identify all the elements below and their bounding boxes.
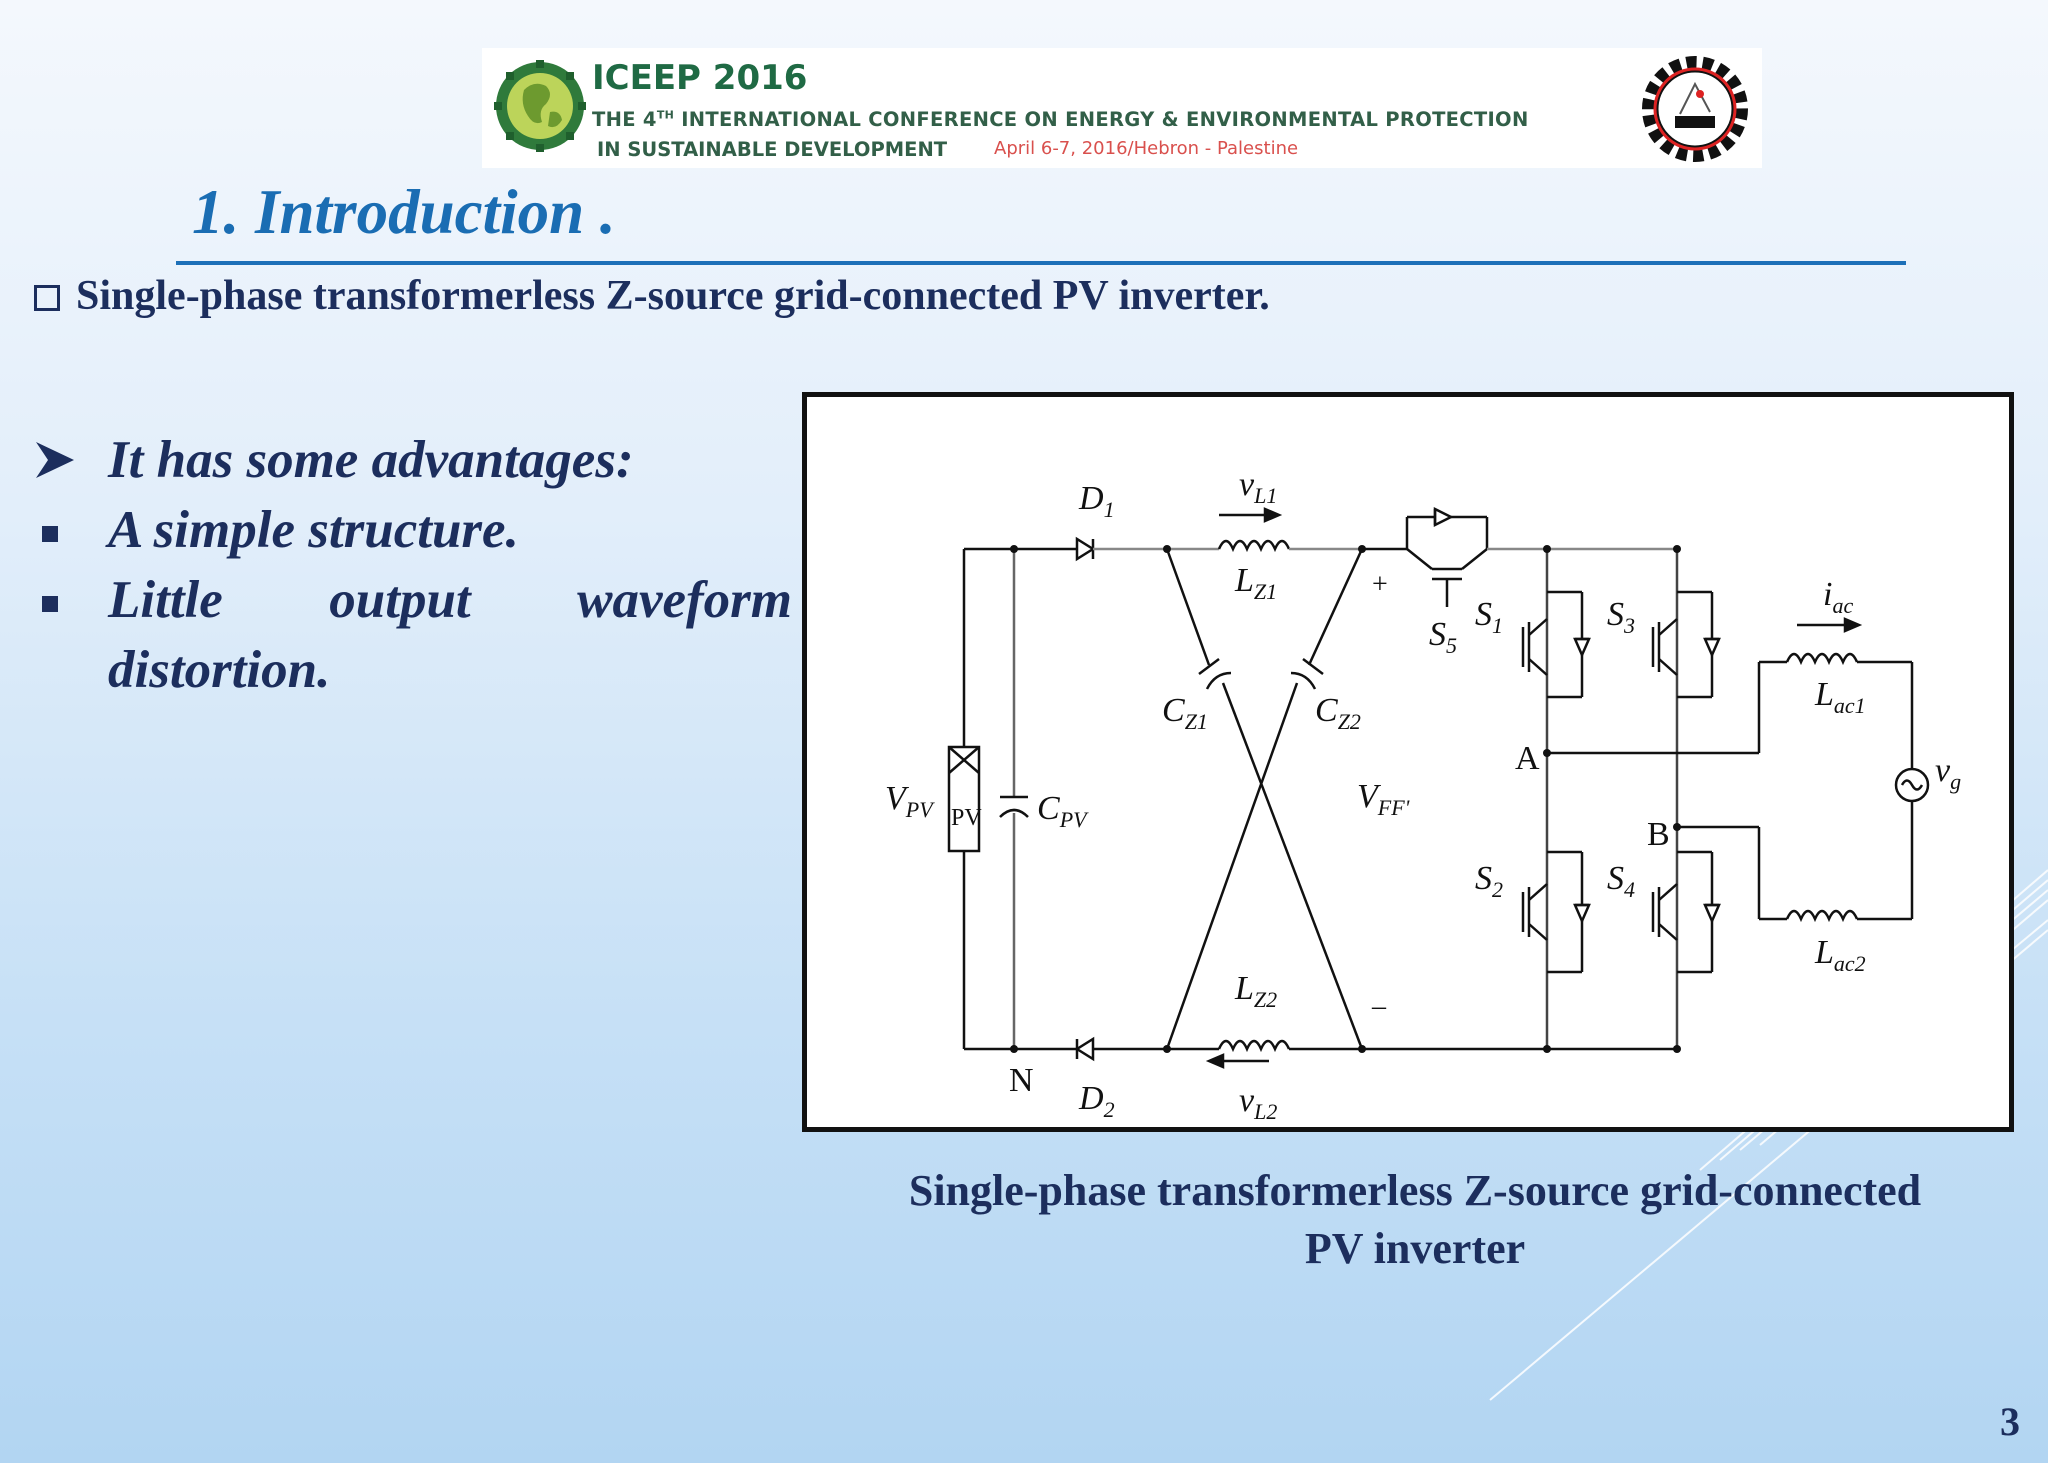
- title-underline: [176, 261, 1906, 265]
- label-pv-module: PV: [951, 805, 982, 831]
- label-lz2: LZ2: [1234, 970, 1277, 1012]
- globe-logo-icon: [494, 60, 586, 152]
- conference-banner: ICEEP 2016 THE 4TH INTERNATIONAL CONFERE…: [482, 48, 1762, 168]
- label-cz1: CZ1: [1162, 692, 1208, 734]
- page-number: 3: [2000, 1399, 2020, 1444]
- slide-subtitle: Single-phase transformerless Z-source gr…: [34, 272, 1270, 320]
- label-node-a: A: [1515, 740, 1540, 777]
- checkbox-bullet-icon: [34, 285, 60, 311]
- square-bullet-icon: [42, 596, 58, 612]
- label-cz2: CZ2: [1315, 692, 1361, 734]
- university-gear-logo-icon: [1642, 56, 1748, 162]
- label-s3: S3: [1607, 596, 1635, 638]
- label-cpv: CPV: [1037, 790, 1089, 832]
- banner-conference-name: THE 4TH INTERNATIONAL CONFERENCE ON ENER…: [592, 108, 1529, 131]
- label-lac2: Lac2: [1814, 934, 1866, 976]
- label-vl2: vL2: [1239, 1082, 1277, 1124]
- label-minus: –: [1371, 991, 1387, 1022]
- label-iac: iac: [1823, 576, 1853, 618]
- label-vl1: vL1: [1239, 466, 1277, 508]
- label-plus: +: [1372, 569, 1388, 600]
- label-lz1: LZ1: [1234, 562, 1277, 604]
- circuit-diagram-frame: D1 D2 vL1 vL2 LZ1 LZ2 CZ1 CZ2 VPV PV CPV…: [802, 392, 2014, 1132]
- banner-date: April 6-7, 2016/Hebron - Palestine: [994, 138, 1299, 159]
- z-source-inverter-circuit: D1 D2 vL1 vL2 LZ1 LZ2 CZ1 CZ2 VPV PV CPV…: [885, 466, 1961, 1124]
- label-vpv: VPV: [885, 780, 935, 822]
- banner-conference-subname: IN SUSTAINABLE DEVELOPMENT: [597, 138, 948, 161]
- label-node-b: B: [1647, 816, 1670, 853]
- label-vff: VFF': [1357, 778, 1410, 820]
- arrow-bullet-icon: [36, 442, 74, 478]
- label-s4: S4: [1607, 860, 1635, 902]
- label-node-n: N: [1009, 1062, 1034, 1099]
- banner-title: ICEEP 2016: [592, 58, 808, 98]
- label-vg: vg: [1935, 752, 1961, 794]
- label-s1: S1: [1475, 596, 1503, 638]
- figure-caption: Single-phase transformerless Z-source gr…: [908, 1166, 1922, 1273]
- label-d1: D1: [1078, 480, 1115, 522]
- label-d2: D2: [1078, 1080, 1115, 1122]
- label-lac1: Lac1: [1814, 676, 1866, 718]
- label-s5: S5: [1429, 616, 1457, 658]
- square-bullet-icon: [42, 526, 58, 542]
- slide-title: 1. Introduction .: [192, 177, 616, 247]
- label-s2: S2: [1475, 860, 1503, 902]
